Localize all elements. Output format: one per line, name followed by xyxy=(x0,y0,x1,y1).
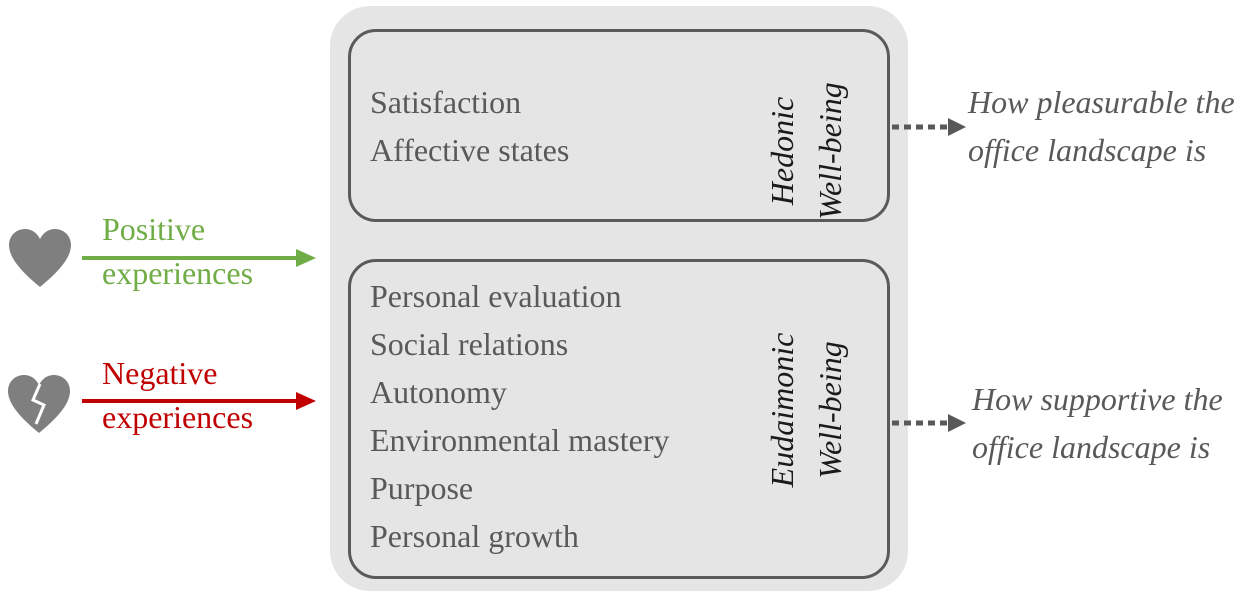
eudaimonic-item: Autonomy xyxy=(370,374,507,410)
heart-icon xyxy=(9,229,71,287)
well-being-container xyxy=(330,6,908,591)
negative-label-line2: experiences xyxy=(102,399,254,435)
eudaimonic-outcome-line2: office landscape is xyxy=(972,429,1211,465)
positive-label-line2: experiences xyxy=(102,255,254,291)
negative-label-line1: Negative xyxy=(102,355,218,391)
eudaimonic-outcome-line1: How supportive the xyxy=(972,381,1223,417)
hedonic-items-list: Satisfaction Affective states xyxy=(370,78,569,174)
eudaimonic-item: Social relations xyxy=(370,326,569,362)
positive-label-line1: Positive xyxy=(102,211,206,247)
hedonic-outcome-arrow xyxy=(892,118,966,136)
eudaimonic-box xyxy=(348,259,890,579)
eudaimonic-items-list: Personal evaluation Social relations Aut… xyxy=(370,272,669,560)
negative-arrow xyxy=(82,392,316,410)
negative-experiences-label: Negative experiences xyxy=(102,351,253,439)
eudaimonic-item: Environmental mastery xyxy=(370,422,670,458)
eudaimonic-outcome-text: How supportive the office landscape is xyxy=(972,375,1223,471)
hedonic-outcome-line1: How pleasurable the xyxy=(968,84,1235,120)
hedonic-outcome-line2: office landscape is xyxy=(968,132,1207,168)
hedonic-outcome-text: How pleasurable the office landscape is xyxy=(968,78,1235,174)
positive-arrow xyxy=(82,249,316,267)
hedonic-item: Satisfaction xyxy=(370,84,522,120)
eudaimonic-item: Purpose xyxy=(370,470,474,506)
broken-heart-icon xyxy=(8,375,70,433)
positive-experiences-label: Positive experiences xyxy=(102,207,253,295)
hedonic-item: Affective states xyxy=(370,132,570,168)
eudaimonic-item: Personal growth xyxy=(370,518,579,554)
eudaimonic-item: Personal evaluation xyxy=(370,278,622,314)
hedonic-box xyxy=(348,29,890,222)
eudaimonic-outcome-arrow xyxy=(892,414,966,432)
